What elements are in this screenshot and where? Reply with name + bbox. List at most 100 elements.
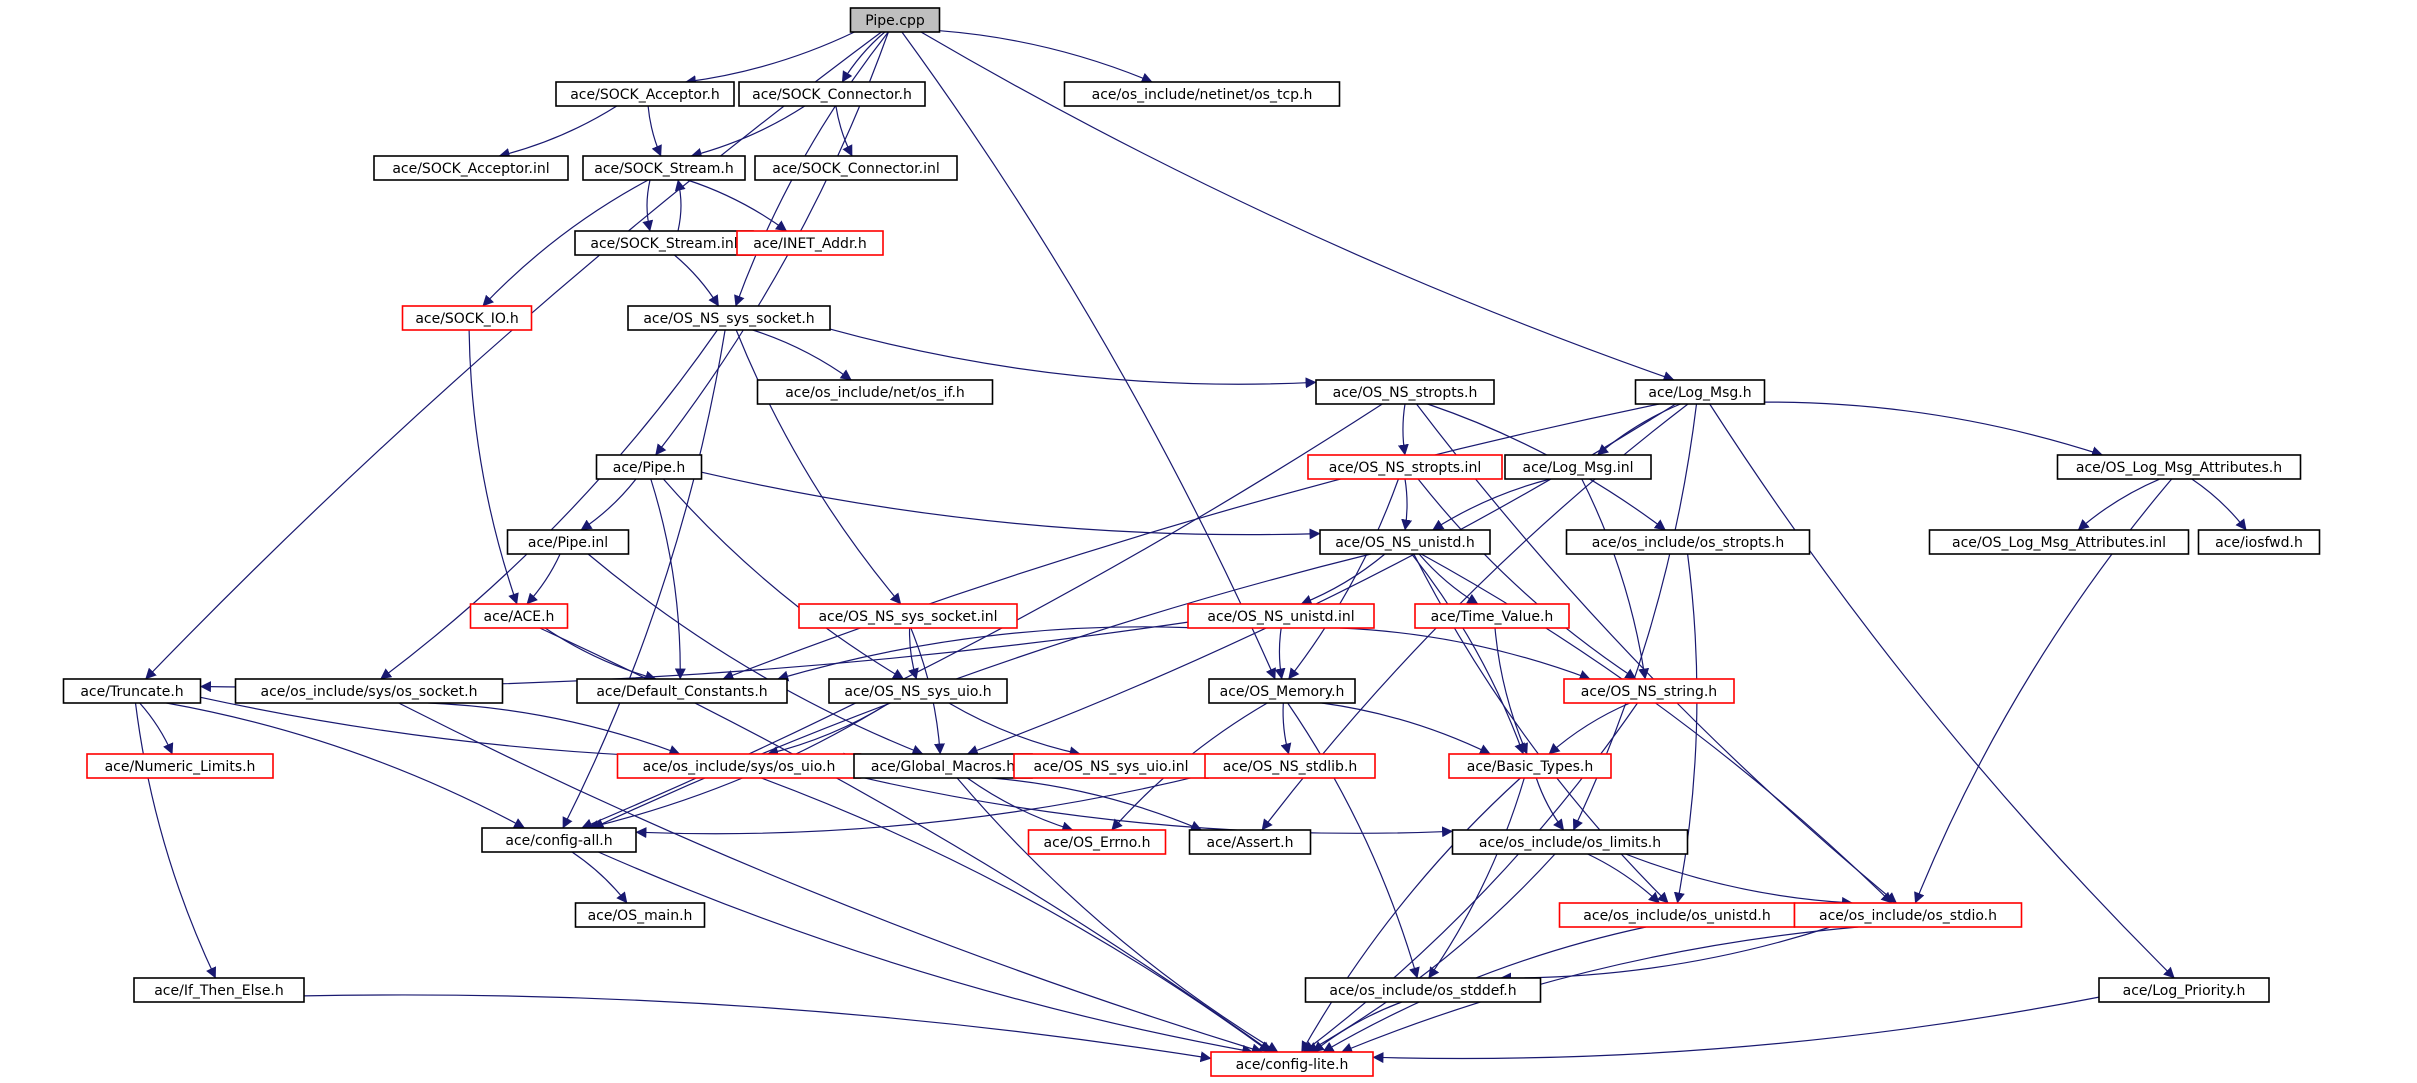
node-box[interactable] xyxy=(2197,529,2321,555)
node-os-errno-h[interactable]: ace/OS_Errno.h xyxy=(1027,829,1167,855)
node-os-stropts-h[interactable]: ace/os_include/os_stropts.h xyxy=(1565,529,1811,555)
node-sock-acceptor-inl[interactable]: ace/SOCK_Acceptor.inl xyxy=(373,155,569,181)
node-sock-acceptor-h[interactable]: ace/SOCK_Acceptor.h xyxy=(555,81,735,107)
node-box[interactable] xyxy=(481,827,637,853)
node-os-ns-sys-socket-h[interactable]: ace/OS_NS_sys_socket.h xyxy=(627,305,831,331)
node-iosfwd-h[interactable]: ace/iosfwd.h xyxy=(2197,529,2321,555)
node-box[interactable] xyxy=(1027,829,1167,855)
node-box[interactable] xyxy=(756,379,994,405)
node-box[interactable] xyxy=(849,7,941,33)
node-os-ns-unistd-inl[interactable]: ace/OS_NS_unistd.inl xyxy=(1187,603,1375,629)
node-box[interactable] xyxy=(373,155,569,181)
node-box[interactable] xyxy=(234,678,504,704)
node-os-log-msg-attributes-inl[interactable]: ace/OS_Log_Msg_Attributes.inl xyxy=(1928,529,2190,555)
node-config-lite-h[interactable]: ace/config-lite.h xyxy=(1210,1051,1374,1077)
node-os-if-h[interactable]: ace/os_include/net/os_if.h xyxy=(756,379,994,405)
node-config-all-h[interactable]: ace/config-all.h xyxy=(481,827,637,853)
node-box[interactable] xyxy=(576,678,788,704)
node-box[interactable] xyxy=(1448,753,1612,779)
node-global-macros-h[interactable]: ace/Global_Macros.h xyxy=(853,753,1033,779)
node-box[interactable] xyxy=(1315,379,1495,405)
node-box[interactable] xyxy=(2056,454,2302,480)
node-sock-connector-h[interactable]: ace/SOCK_Connector.h xyxy=(738,81,926,107)
node-box[interactable] xyxy=(555,81,735,107)
node-box[interactable] xyxy=(2098,977,2270,1003)
node-os-stddef-h[interactable]: ace/os_include/os_stddef.h xyxy=(1304,977,1542,1003)
node-os-ns-unistd-h[interactable]: ace/OS_NS_unistd.h xyxy=(1319,529,1491,555)
node-os-socket-h[interactable]: ace/os_include/sys/os_socket.h xyxy=(234,678,504,704)
node-numeric-limits-h[interactable]: ace/Numeric_Limits.h xyxy=(86,753,274,779)
node-box[interactable] xyxy=(1204,753,1376,779)
node-os-memory-h[interactable]: ace/OS_Memory.h xyxy=(1208,678,1356,704)
node-box[interactable] xyxy=(1188,829,1312,855)
node-box[interactable] xyxy=(853,753,1033,779)
node-os-main-h[interactable]: ace/OS_main.h xyxy=(574,902,706,928)
node-box[interactable] xyxy=(1793,902,2023,928)
edge-os_limits_h-to-os_stdio_h xyxy=(1625,853,1853,908)
node-log-msg-inl[interactable]: ace/Log_Msg.inl xyxy=(1504,454,1652,480)
node-box[interactable] xyxy=(1187,603,1375,629)
node-box[interactable] xyxy=(1304,977,1542,1003)
node-box[interactable] xyxy=(1634,379,1766,405)
node-box[interactable] xyxy=(1414,603,1570,629)
node-os-unistd-h[interactable]: ace/os_include/os_unistd.h xyxy=(1558,902,1796,928)
node-box[interactable] xyxy=(738,81,926,107)
node-box[interactable] xyxy=(1210,1051,1374,1077)
node-if-then-else-h[interactable]: ace/If_Then_Else.h xyxy=(133,977,305,1003)
node-log-msg-h[interactable]: ace/Log_Msg.h xyxy=(1634,379,1766,405)
node-default-constants-h[interactable]: ace/Default_Constants.h xyxy=(576,678,788,704)
node-os-stdio-h[interactable]: ace/os_include/os_stdio.h xyxy=(1793,902,2023,928)
node-box[interactable] xyxy=(506,529,630,555)
node-box[interactable] xyxy=(754,155,958,181)
node-sock-stream-inl[interactable]: ace/SOCK_Stream.inl xyxy=(574,230,754,256)
node-pipe-inl[interactable]: ace/Pipe.inl xyxy=(506,529,630,555)
node-box[interactable] xyxy=(1319,529,1491,555)
node-os-ns-sys-uio-h[interactable]: ace/OS_NS_sys_uio.h xyxy=(828,678,1008,704)
node-box[interactable] xyxy=(798,603,1018,629)
node-box[interactable] xyxy=(582,155,746,181)
node-ace-h[interactable]: ace/ACE.h xyxy=(469,603,569,629)
node-label: ace/OS_NS_stropts.inl xyxy=(1329,460,1481,476)
node-os-limits-h[interactable]: ace/os_include/os_limits.h xyxy=(1451,829,1689,855)
node-box[interactable] xyxy=(574,902,706,928)
node-box[interactable] xyxy=(1504,454,1652,480)
node-os-log-msg-attributes-h[interactable]: ace/OS_Log_Msg_Attributes.h xyxy=(2056,454,2302,480)
node-os-tcp-h[interactable]: ace/os_include/netinet/os_tcp.h xyxy=(1063,81,1341,107)
node-box[interactable] xyxy=(133,977,305,1003)
node-os-ns-stdlib-h[interactable]: ace/OS_NS_stdlib.h xyxy=(1204,753,1376,779)
node-os-uio-h[interactable]: ace/os_include/sys/os_uio.h xyxy=(616,753,862,779)
node-box[interactable] xyxy=(574,230,754,256)
node-inet-addr-h[interactable]: ace/INET_Addr.h xyxy=(736,230,884,256)
node-os-ns-sys-socket-inl[interactable]: ace/OS_NS_sys_socket.inl xyxy=(798,603,1018,629)
node-pipe-cpp[interactable]: Pipe.cpp xyxy=(849,7,941,33)
node-box[interactable] xyxy=(736,230,884,256)
node-box[interactable] xyxy=(1208,678,1356,704)
node-box[interactable] xyxy=(627,305,831,331)
node-basic-types-h[interactable]: ace/Basic_Types.h xyxy=(1448,753,1612,779)
node-box[interactable] xyxy=(1451,829,1689,855)
node-box[interactable] xyxy=(401,305,533,331)
node-time-value-h[interactable]: ace/Time_Value.h xyxy=(1414,603,1570,629)
node-sock-connector-inl[interactable]: ace/SOCK_Connector.inl xyxy=(754,155,958,181)
node-os-ns-sys-uio-inl[interactable]: ace/OS_NS_sys_uio.inl xyxy=(1013,753,1209,779)
node-box[interactable] xyxy=(1563,678,1735,704)
node-os-ns-stropts-inl[interactable]: ace/OS_NS_stropts.inl xyxy=(1307,454,1503,480)
node-box[interactable] xyxy=(469,603,569,629)
node-box[interactable] xyxy=(1307,454,1503,480)
node-os-ns-stropts-h[interactable]: ace/OS_NS_stropts.h xyxy=(1315,379,1495,405)
node-box[interactable] xyxy=(1565,529,1811,555)
node-box[interactable] xyxy=(1063,81,1341,107)
node-os-ns-string-h[interactable]: ace/OS_NS_string.h xyxy=(1563,678,1735,704)
node-box[interactable] xyxy=(828,678,1008,704)
node-truncate-h[interactable]: ace/Truncate.h xyxy=(62,678,202,704)
node-box[interactable] xyxy=(595,454,703,480)
node-box[interactable] xyxy=(1928,529,2190,555)
node-pipe-h[interactable]: ace/Pipe.h xyxy=(595,454,703,480)
node-box[interactable] xyxy=(1013,753,1209,779)
node-box[interactable] xyxy=(62,678,202,704)
node-box[interactable] xyxy=(86,753,274,779)
node-log-priority-h[interactable]: ace/Log_Priority.h xyxy=(2098,977,2270,1003)
node-sock-stream-h[interactable]: ace/SOCK_Stream.h xyxy=(582,155,746,181)
node-sock-io-h[interactable]: ace/SOCK_IO.h xyxy=(401,305,533,331)
node-assert-h[interactable]: ace/Assert.h xyxy=(1188,829,1312,855)
